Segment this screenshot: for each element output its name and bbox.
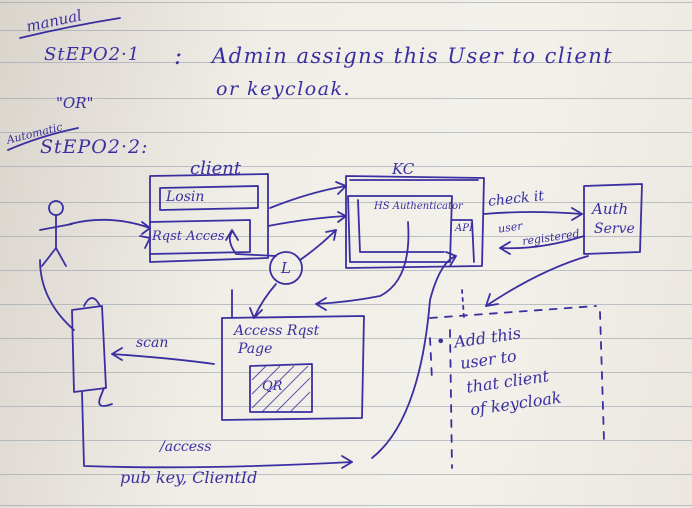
step1-label: StEPO2·1 (44, 44, 141, 65)
automatic-underline (7, 127, 79, 151)
request-access-label: Rqst Acces (152, 229, 225, 244)
manual-underline (19, 17, 121, 39)
arrow-user-client (69, 218, 151, 229)
arrow-phone-access (81, 391, 353, 469)
access-label: /access (160, 439, 212, 455)
user-registered-line1: user (497, 219, 524, 236)
arrow-hs-page (315, 221, 410, 305)
arrow-client-hs (267, 215, 347, 227)
arrow-access-api (371, 255, 457, 459)
l-circle (269, 251, 303, 285)
arrow-l-kc (299, 229, 337, 261)
access-page-box (221, 315, 365, 421)
login-box (159, 185, 259, 211)
step1-text-line1: Admin assigns this User to client (212, 44, 614, 68)
access-page-line2: Page (238, 341, 273, 357)
kc-box (345, 175, 485, 269)
hs-authenticator-box (347, 195, 453, 263)
arrow-page-phone (111, 353, 215, 365)
qr-label: QR (262, 379, 283, 394)
scan-label: scan (136, 335, 169, 351)
request-access-box (149, 219, 251, 255)
auth-server-line1: Auth (592, 200, 629, 218)
arrow-l-page (253, 283, 277, 319)
arrow-kc-auth (483, 211, 583, 215)
qr-box (249, 363, 313, 413)
api-box (451, 219, 475, 263)
hs-authenticator-label: HS Authenticator (374, 201, 463, 212)
phone-device (71, 305, 107, 393)
note-box (429, 305, 605, 469)
step1-text-line2: or keycloak. (216, 78, 352, 100)
arrow-l-client (228, 231, 277, 257)
auth-server-box (583, 183, 643, 255)
api-label: API (455, 223, 473, 234)
arrow-login-kc (269, 185, 347, 209)
step2-label: StEPO2·2: (40, 136, 149, 158)
arrow-auth-kc (499, 235, 585, 250)
or-label: "OR" (56, 94, 94, 112)
kc-title: KC (392, 160, 415, 178)
note-bullet: • (436, 332, 446, 351)
user-stick-figure (39, 200, 73, 267)
access-page-line1: Access Rqst (234, 323, 320, 339)
pubkey-label: pub key, ClientId (120, 468, 258, 487)
arrow-auth-note (485, 255, 589, 307)
auth-server-line2: Serve (594, 221, 635, 237)
login-label: Losin (166, 189, 205, 205)
step1-colon: : (174, 42, 183, 70)
client-box (149, 173, 269, 263)
l-circle-label: L (281, 259, 291, 277)
client-title: client (190, 158, 242, 179)
